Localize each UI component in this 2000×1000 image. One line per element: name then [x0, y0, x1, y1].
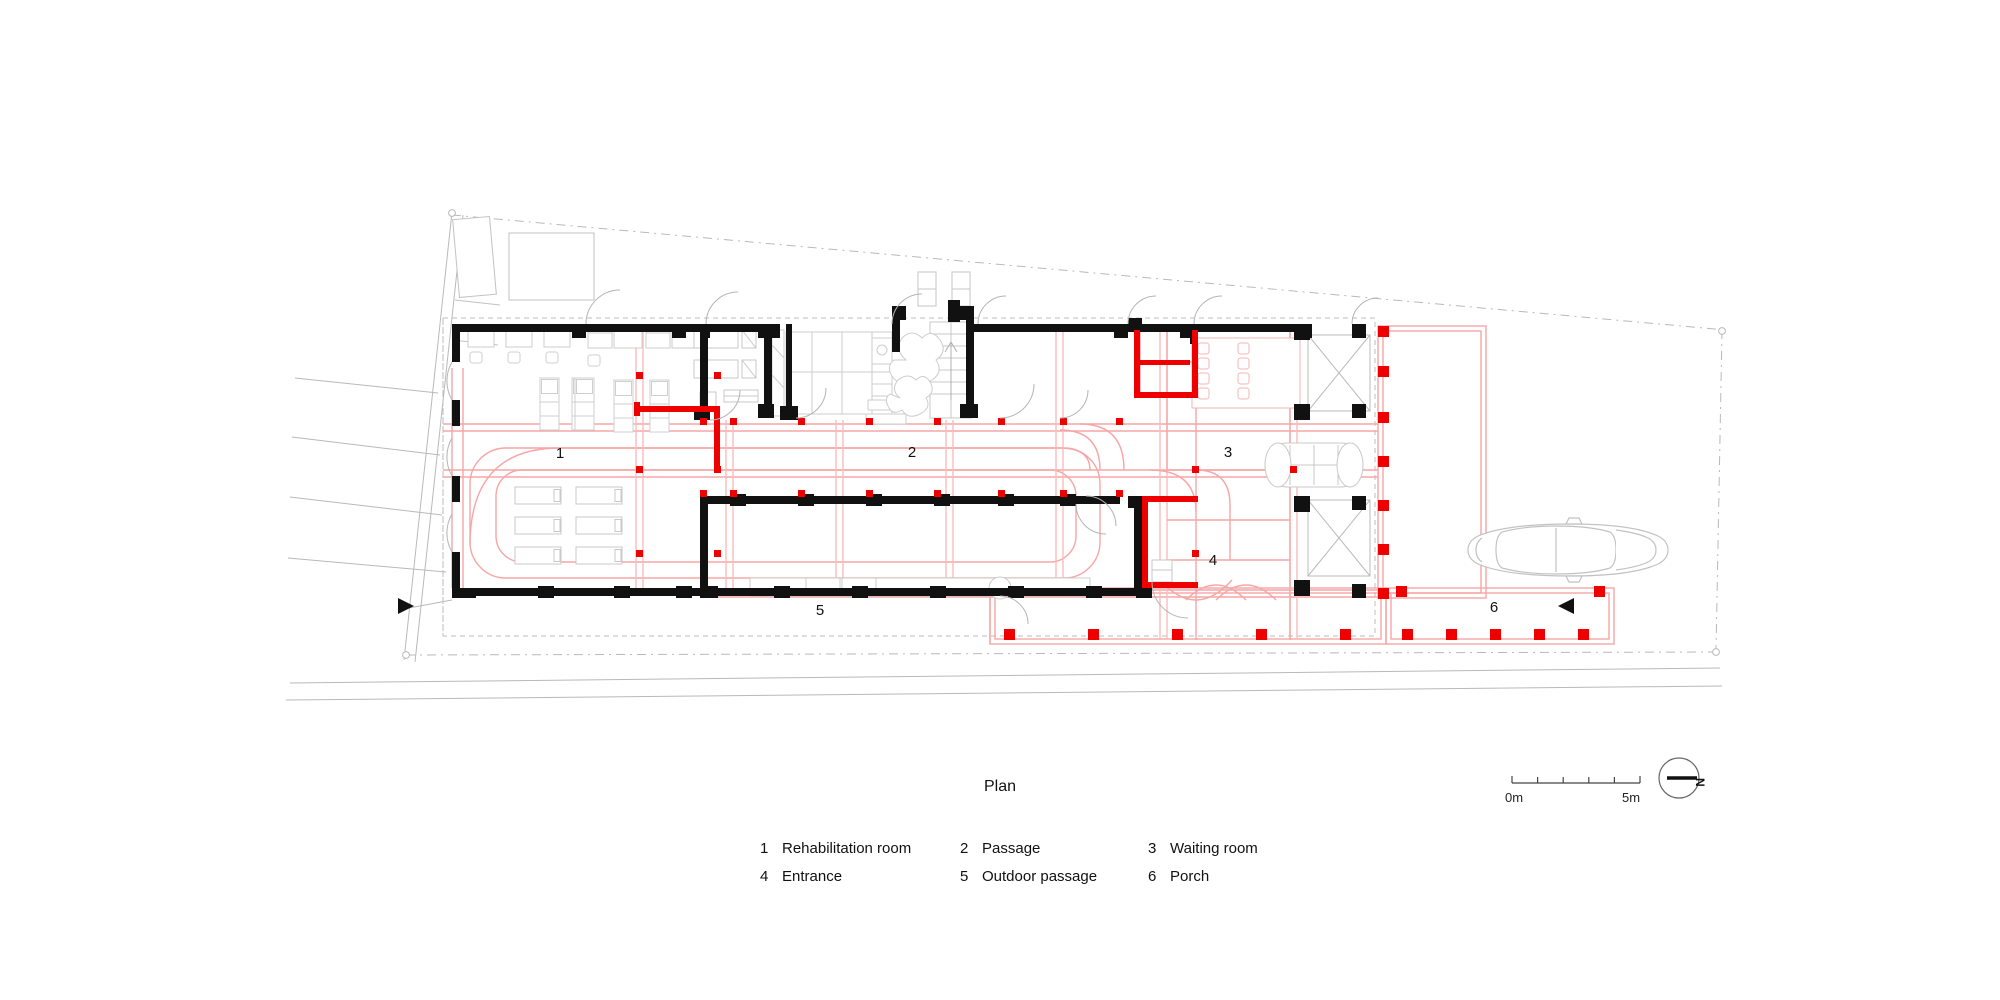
car-drawing — [1467, 517, 1669, 583]
room-number-6: 6 — [1490, 599, 1498, 616]
room-number-labels: 1 2 3 4 5 6 — [556, 444, 1498, 619]
svg-text:N: N — [1693, 778, 1707, 787]
scale-end-label: 5m — [1622, 790, 1641, 805]
legend-item-5: 5 Outdoor passage — [960, 868, 1097, 885]
legend-label: Outdoor passage — [982, 868, 1098, 885]
shaft-symbols — [1307, 334, 1371, 577]
legend-label: Waiting room — [1170, 840, 1258, 857]
legend-item-3: 3 Waiting room — [1148, 840, 1258, 857]
room-number-5: 5 — [816, 602, 824, 619]
legend-number: 4 — [760, 868, 769, 885]
legend-number: 6 — [1148, 868, 1157, 885]
room-number-3: 3 — [1224, 444, 1232, 461]
site-context-layer — [285, 209, 1727, 701]
legend-number: 5 — [960, 868, 969, 885]
room-number-1: 1 — [556, 445, 564, 462]
legend-item-4: 4 Entrance — [760, 868, 842, 885]
legend-label: Entrance — [782, 868, 843, 885]
plan-title: Plan — [983, 778, 1017, 795]
building-offset-outline — [442, 317, 1376, 637]
section-cut-markers — [398, 598, 1574, 614]
plant-symbol — [885, 332, 944, 417]
red-structure-layer — [634, 330, 1198, 588]
room-number-2: 2 — [908, 444, 916, 461]
legend-number: 3 — [1148, 840, 1157, 857]
neighbor-structures — [451, 215, 595, 346]
door-swings — [446, 289, 1379, 625]
legend-label: Porch — [1170, 868, 1210, 885]
red-column-markers — [636, 326, 1605, 640]
legend-number: 2 — [960, 840, 969, 857]
legend-label: Rehabilitation room — [782, 840, 912, 857]
waiting-room-table — [1264, 442, 1364, 488]
north-arrow: N — [1658, 757, 1707, 799]
section-marker-right — [1558, 598, 1574, 614]
scale-start-label: 0m — [1505, 790, 1524, 805]
section-marker-left — [398, 598, 414, 614]
legend-label: Passage — [982, 840, 1041, 857]
legend-item-1: 1 Rehabilitation room — [760, 840, 911, 857]
legend-item-2: 2 Passage — [960, 840, 1040, 857]
room-number-4: 4 — [1209, 552, 1217, 569]
scale-bar — [1511, 776, 1641, 784]
legend-number: 1 — [760, 840, 769, 857]
waiting-room-seats — [1191, 337, 1301, 409]
furniture-layer — [467, 271, 1669, 600]
legend-item-6: 6 Porch — [1148, 868, 1209, 885]
